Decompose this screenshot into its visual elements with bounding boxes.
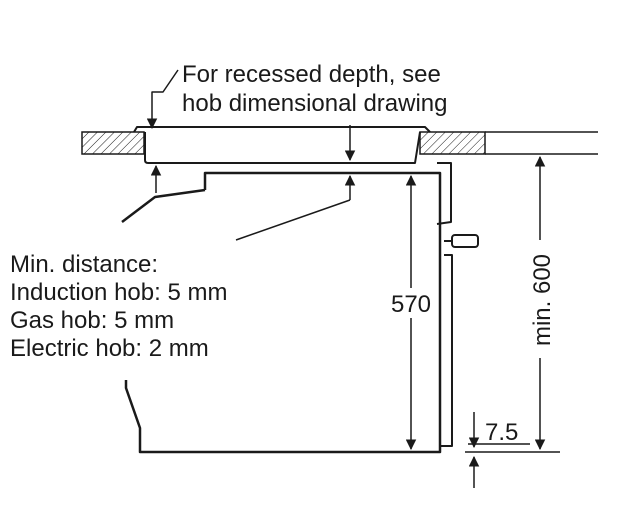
- oven-back-top: [121, 188, 206, 223]
- hob-body: [144, 131, 421, 164]
- leader-recessed-depth: [146, 69, 179, 130]
- min-distance-heading: Min. distance:: [10, 251, 158, 278]
- dim-570-label: 570: [391, 291, 431, 318]
- min-distance-gas: Gas hob: 5 mm: [10, 307, 174, 334]
- dim-7-5-label: 7.5: [485, 419, 518, 446]
- annotation-line-2: hob dimensional drawing: [182, 90, 448, 117]
- oven-outline: [124, 171, 442, 454]
- min-distance-electric: Electric hob: 2 mm: [10, 335, 209, 362]
- recessed-depth-annotation: For recessed depth, see hob dimensional …: [182, 61, 448, 117]
- dim-600-label: min. 600: [529, 254, 556, 346]
- min-distance-induction: Induction hob: 5 mm: [10, 279, 227, 306]
- oven-door-lower: [440, 254, 453, 447]
- worktop-right: [419, 131, 486, 155]
- dimension-570: 570: [386, 174, 436, 451]
- min-distance-block: Min. distance: Induction hob: 5 mm Gas h…: [6, 246, 278, 364]
- annotation-line-1: For recessed depth, see: [182, 61, 441, 88]
- recess-arrows: [146, 69, 356, 241]
- oven-knob: [451, 234, 479, 248]
- worktop: [81, 131, 598, 155]
- hob-plate: [133, 126, 431, 133]
- oven: [121, 162, 479, 454]
- worktop-left: [81, 131, 145, 155]
- leader-min-distance: [235, 199, 351, 241]
- dimension-7-5: 7.5: [468, 412, 530, 488]
- oven-door: [436, 162, 452, 225]
- dimension-min-600: min. 600: [465, 155, 560, 453]
- hob: [133, 126, 431, 164]
